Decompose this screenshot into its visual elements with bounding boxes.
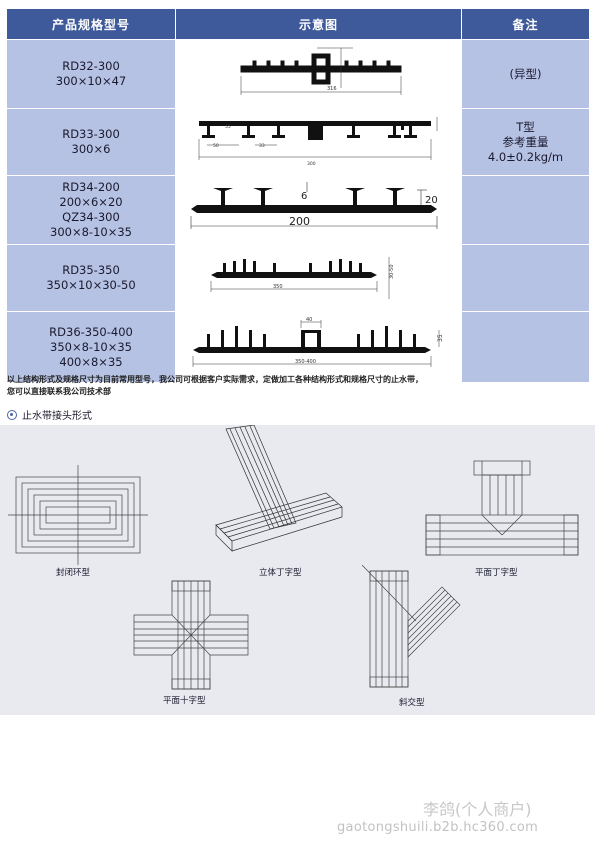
note-cell — [461, 244, 590, 312]
three-d-tee-label: 立体丁字型 — [259, 568, 302, 578]
model-line: RD35-350 — [62, 263, 120, 277]
profile-diagram-rd32: 316 — [240, 47, 401, 95]
note-cell — [461, 311, 590, 383]
dimension-label: 20 — [425, 195, 438, 206]
footnote: 以上结构形式及规格尺寸为目前常用型号，我公司可根据客户实际需求，定做加工各种结构… — [7, 374, 587, 398]
model-line: QZ34-300 — [62, 210, 120, 224]
model-line: 350×8-10×35 — [50, 339, 132, 354]
table-row: RD34-200 200×6×20 QZ34-300 300×8-10×35 — [6, 175, 590, 245]
closed-ring-joint-diagram — [8, 465, 148, 565]
model-line: 300×8-10×35 — [50, 225, 132, 239]
diagram-cell: 55 50 33 300 — [175, 108, 462, 176]
joint-diagram-band: 封闭环型 立体丁字型 平面丁字型 — [0, 425, 595, 715]
oblique-label: 斜交型 — [399, 698, 425, 708]
dimension-label: 350-400 — [295, 359, 316, 365]
dimension-label: 6 — [301, 191, 307, 202]
diagram-cell: 6 20 200 — [175, 175, 462, 245]
diagram-cell: 40 35 350-400 — [175, 311, 462, 383]
watermark-url: gaotongshuili.b2b.hc360.com — [337, 820, 539, 835]
model-line: 350×10×30-50 — [46, 278, 136, 292]
target-circle-icon — [7, 409, 17, 420]
dimension-label: 50 — [213, 143, 219, 149]
model-cell: RD33-300 300×6 — [6, 108, 176, 176]
three-d-tee-joint-diagram — [215, 425, 343, 552]
model-cell: RD32-300 300×10×47 — [6, 39, 176, 109]
header-model: 产品规格型号 — [6, 8, 176, 40]
section-heading: 止水带接头形式 — [7, 407, 92, 422]
section-heading-text: 止水带接头形式 — [22, 411, 92, 422]
dimension-label: 316 — [327, 86, 337, 92]
model-line: RD34-200 — [62, 180, 120, 194]
dimension-label: 350 — [273, 284, 283, 290]
header-note: 备注 — [461, 8, 590, 40]
dimension-label: 300 — [307, 161, 316, 167]
model-line: 300×6 — [71, 142, 111, 156]
model-cell: RD35-350 350×10×30-50 — [6, 244, 176, 312]
watermark-name: 李鸽(个人商户) — [423, 800, 532, 819]
dimension-label: 35 — [437, 334, 444, 342]
flat-cross-joint-diagram — [133, 580, 249, 690]
note-cell: T型 参考重量 4.0±0.2kg/m — [461, 108, 590, 176]
profile-diagram-rd34: 6 20 200 — [190, 182, 438, 229]
table-row: RD32-300 300×10×47 316 — [6, 39, 590, 109]
header-diagram: 示意图 — [175, 8, 462, 40]
note-line: T型 — [516, 119, 535, 134]
diagram-cell: 316 — [175, 39, 462, 109]
diagram-cell: 350 30-50 — [175, 244, 462, 312]
footnote-line: 以上结构形式及规格尺寸为目前常用型号，我公司可根据客户实际需求，定做加工各种结构… — [7, 375, 423, 384]
flat-tee-joint-diagram — [425, 460, 579, 556]
dimension-label: 33 — [259, 143, 265, 149]
model-line: 400×8×35 — [59, 354, 123, 369]
model-line: RD32-300 — [62, 59, 120, 73]
note-line: (异型) — [509, 66, 542, 81]
flat-cross-label: 平面十字型 — [163, 696, 206, 706]
model-line: RD33-300 — [62, 127, 120, 141]
dimension-label: 30-50 — [389, 264, 395, 279]
profile-diagram-rd36: 40 35 350-400 — [192, 317, 444, 367]
note-line: 4.0±0.2kg/m — [487, 149, 564, 164]
note-cell: (异型) — [461, 39, 590, 109]
closed-ring-label: 封闭环型 — [56, 568, 91, 578]
profile-diagram-rd33: 55 50 33 300 — [198, 117, 437, 167]
note-cell — [461, 175, 590, 245]
dimension-label: 40 — [306, 317, 312, 323]
table-row: RD36-350-400 350×8-10×35 400×8×35 — [6, 311, 590, 383]
footnote-line: 您可以直接联系我公司技术部 — [7, 387, 111, 396]
dimension-label: 200 — [289, 215, 310, 228]
note-line: 参考重量 — [502, 134, 549, 149]
flat-tee-label: 平面丁字型 — [475, 568, 518, 578]
profile-diagram-rd35: 350 30-50 — [210, 257, 395, 299]
model-cell: RD34-200 200×6×20 QZ34-300 300×8-10×35 — [6, 175, 176, 245]
oblique-joint-diagram — [361, 565, 461, 688]
spec-table: 产品规格型号 示意图 备注 RD32-300 300×10×47 — [6, 8, 590, 383]
model-cell: RD36-350-400 350×8-10×35 400×8×35 — [6, 311, 176, 383]
model-line: 200×6×20 — [59, 195, 123, 209]
dimension-label: 55 — [225, 124, 231, 130]
table-row: RD33-300 300×6 — [6, 108, 590, 176]
table-row: RD35-350 350×10×30-50 350 — [6, 244, 590, 312]
model-line: RD36-350-400 — [49, 324, 133, 339]
model-line: 300×10×47 — [55, 74, 127, 88]
